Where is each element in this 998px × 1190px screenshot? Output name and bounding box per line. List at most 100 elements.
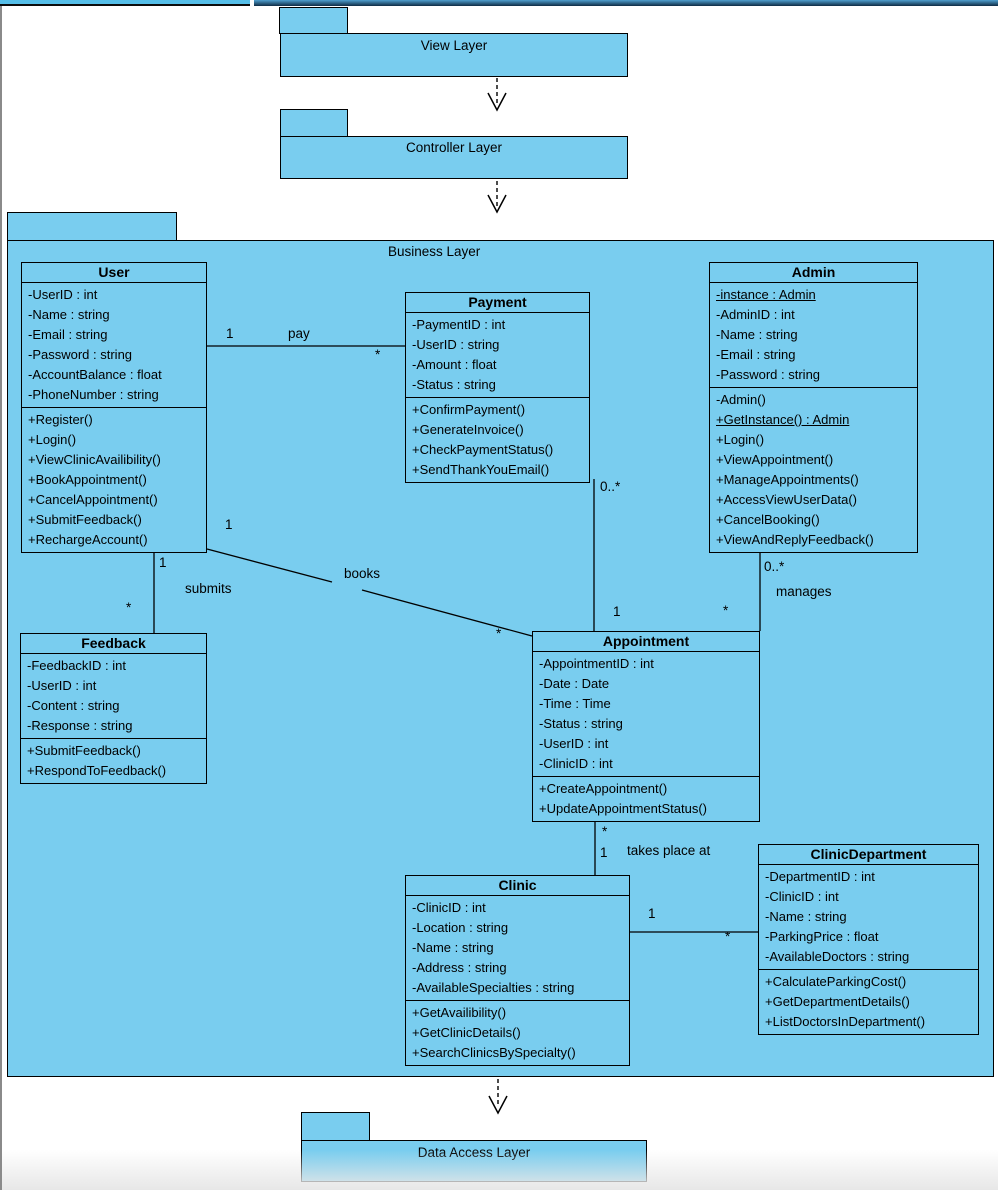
class-member: +ListDoctorsInDepartment() bbox=[765, 1014, 926, 1029]
class-member: +CancelAppointment() bbox=[28, 492, 158, 507]
class-member: +ViewAppointment() bbox=[716, 452, 834, 467]
class-member: -Response : string bbox=[27, 718, 133, 733]
class-methods-section: +CalculateParkingCost()+GetDepartmentDet… bbox=[759, 969, 978, 1034]
class-box-appointment[interactable]: Appointment -AppointmentID : int -Date : … bbox=[532, 631, 760, 822]
class-member: -Location : string bbox=[412, 920, 509, 935]
multiplicity-label: 0..* bbox=[764, 559, 785, 574]
package-tab bbox=[301, 1112, 370, 1141]
class-member: -Time : Time bbox=[539, 696, 611, 711]
class-member: +CancelBooking() bbox=[716, 512, 820, 527]
class-box-user[interactable]: User -UserID : int-Name : string-Email :… bbox=[21, 262, 207, 553]
class-box-clinicdepartment[interactable]: ClinicDepartment -DepartmentID : int -Cli… bbox=[758, 844, 979, 1035]
class-methods-section: +ConfirmPayment()+GenerateInvoice()+Chec… bbox=[406, 397, 589, 482]
association-name-label: submits bbox=[185, 581, 232, 596]
class-member: -DepartmentID : int bbox=[765, 869, 875, 884]
package-tab bbox=[279, 7, 348, 34]
class-member: -Amount : float bbox=[412, 357, 497, 372]
class-attributes-section: -PaymentID : int -UserID : string -Amount … bbox=[406, 313, 589, 397]
class-member: +SearchClinicsBySpecialty() bbox=[412, 1045, 576, 1060]
class-member: +GenerateInvoice() bbox=[412, 422, 524, 437]
class-member: +RechargeAccount() bbox=[28, 532, 148, 547]
multiplicity-label: 1 bbox=[648, 906, 656, 921]
class-member: +GetAvailibility() bbox=[412, 1005, 507, 1020]
class-member: +CheckPaymentStatus() bbox=[412, 442, 554, 457]
class-member: +GetClinicDetails() bbox=[412, 1025, 521, 1040]
class-member: -UserID : string bbox=[412, 337, 500, 352]
class-member: -Name : string bbox=[716, 327, 798, 342]
class-title: Clinic bbox=[406, 876, 629, 896]
package-tab bbox=[7, 212, 177, 241]
class-member: -Date : Date bbox=[539, 676, 610, 691]
class-title: Admin bbox=[710, 263, 917, 283]
class-member: -FeedbackID : int bbox=[27, 658, 126, 673]
class-member: +SubmitFeedback() bbox=[28, 512, 142, 527]
association-name-label: manages bbox=[776, 584, 832, 599]
package-label: Controller Layer bbox=[405, 140, 503, 155]
multiplicity-label: * bbox=[126, 600, 132, 615]
class-title: ClinicDepartment bbox=[759, 845, 978, 865]
multiplicity-label: 1 bbox=[226, 326, 234, 341]
multiplicity-label: * bbox=[723, 603, 729, 618]
class-box-feedback[interactable]: Feedback -FeedbackID : int -UserID : int -… bbox=[20, 633, 207, 784]
class-member: -ClinicID : int bbox=[539, 756, 613, 771]
dependency-arrowhead bbox=[487, 194, 507, 214]
class-member: -UserID : int bbox=[27, 678, 97, 693]
class-member: -Status : string bbox=[539, 716, 623, 731]
class-attributes-section: -UserID : int -Name : string -Email : stri… bbox=[22, 283, 206, 407]
class-box-admin[interactable]: Admin -instance : Admin-AdminID : int-Na… bbox=[709, 262, 918, 553]
package-body bbox=[280, 33, 628, 77]
multiplicity-label: 0..* bbox=[600, 479, 621, 494]
class-attributes-section: -instance : Admin-AdminID : int-Name : s… bbox=[710, 283, 917, 387]
class-member: +ViewAndReplyFeedback() bbox=[716, 532, 874, 547]
class-member: -ClinicID : int bbox=[412, 900, 486, 915]
dependency-arrowhead bbox=[487, 92, 507, 112]
association-name-label: books bbox=[344, 566, 381, 581]
class-member: +GetDepartmentDetails() bbox=[765, 994, 910, 1009]
class-member: -Admin() bbox=[716, 392, 766, 407]
class-member: +CreateAppointment() bbox=[539, 781, 668, 796]
multiplicity-label: * bbox=[725, 929, 731, 944]
class-member: +Register() bbox=[28, 412, 93, 427]
class-member: +GetInstance() : Admin bbox=[716, 412, 850, 427]
package-tab bbox=[280, 109, 348, 137]
class-member: -PhoneNumber : string bbox=[28, 387, 159, 402]
class-member: -Email : string bbox=[716, 347, 796, 362]
class-methods-section: +Register()+Login()+ViewClinicAvailibili… bbox=[22, 407, 206, 552]
class-methods-section: -Admin()+GetInstance() : Admin+Login()+V… bbox=[710, 387, 917, 552]
class-methods-section: +CreateAppointment()+UpdateAppointmentSt… bbox=[533, 776, 759, 821]
multiplicity-label: 1 bbox=[613, 604, 621, 619]
class-member: -AdminID : int bbox=[716, 307, 795, 322]
window-top-strip-right bbox=[254, 0, 998, 6]
class-member: -UserID : int bbox=[28, 287, 98, 302]
class-member: -AvailableDoctors : string bbox=[765, 949, 910, 964]
dependency-arrowhead bbox=[488, 1095, 508, 1115]
class-member: +Login() bbox=[28, 432, 77, 447]
association-name-label: pay bbox=[288, 326, 310, 341]
multiplicity-label: 1 bbox=[600, 845, 608, 860]
class-member: -Name : string bbox=[765, 909, 847, 924]
multiplicity-label: * bbox=[496, 626, 502, 641]
class-member: -Name : string bbox=[28, 307, 110, 322]
class-member: -ParkingPrice : float bbox=[765, 929, 879, 944]
multiplicity-label: 1 bbox=[225, 517, 233, 532]
class-box-clinic[interactable]: Clinic -ClinicID : int -Location : string… bbox=[405, 875, 630, 1066]
class-member: +RespondToFeedback() bbox=[27, 763, 167, 778]
class-member: -Email : string bbox=[28, 327, 108, 342]
class-member: -Status : string bbox=[412, 377, 496, 392]
class-member: +SubmitFeedback() bbox=[27, 743, 141, 758]
class-box-payment[interactable]: Payment -PaymentID : int-UserID : string… bbox=[405, 292, 590, 483]
class-member: -PaymentID : int bbox=[412, 317, 506, 332]
class-member: +BookAppointment() bbox=[28, 472, 147, 487]
class-methods-section: +SubmitFeedback() +RespondToFeedback() bbox=[21, 738, 206, 783]
class-member: -UserID : int bbox=[539, 736, 609, 751]
class-title: Appointment bbox=[533, 632, 759, 652]
class-attributes-section: -DepartmentID : int -ClinicID : int -Name … bbox=[759, 865, 978, 969]
class-member: -AppointmentID : int bbox=[539, 656, 654, 671]
class-member: -ClinicID : int bbox=[765, 889, 839, 904]
multiplicity-label: 1 bbox=[159, 555, 167, 570]
multiplicity-label: * bbox=[602, 824, 608, 839]
package-label: View Layer bbox=[420, 38, 488, 53]
class-member: -AvailableSpecialties : string bbox=[412, 980, 575, 995]
class-title: Feedback bbox=[21, 634, 206, 654]
